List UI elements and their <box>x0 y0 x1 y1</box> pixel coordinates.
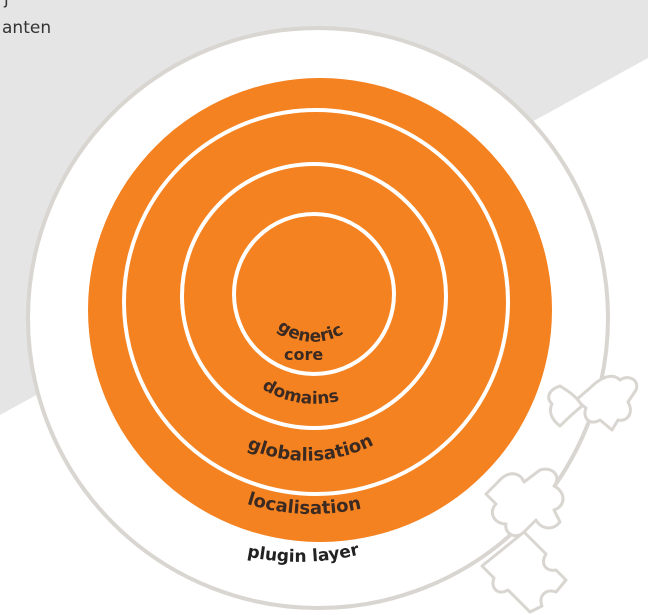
globalisation-ring <box>122 108 510 496</box>
intro-text-line-2: anten <box>2 18 52 38</box>
intro-text-line-1: j <box>4 0 9 9</box>
core-label: core <box>284 345 323 364</box>
domains-ring <box>180 162 448 430</box>
localisation-ring <box>88 78 552 542</box>
ring-dividers <box>122 108 510 496</box>
core-ring <box>232 212 396 376</box>
puzzle-icon <box>480 374 639 614</box>
